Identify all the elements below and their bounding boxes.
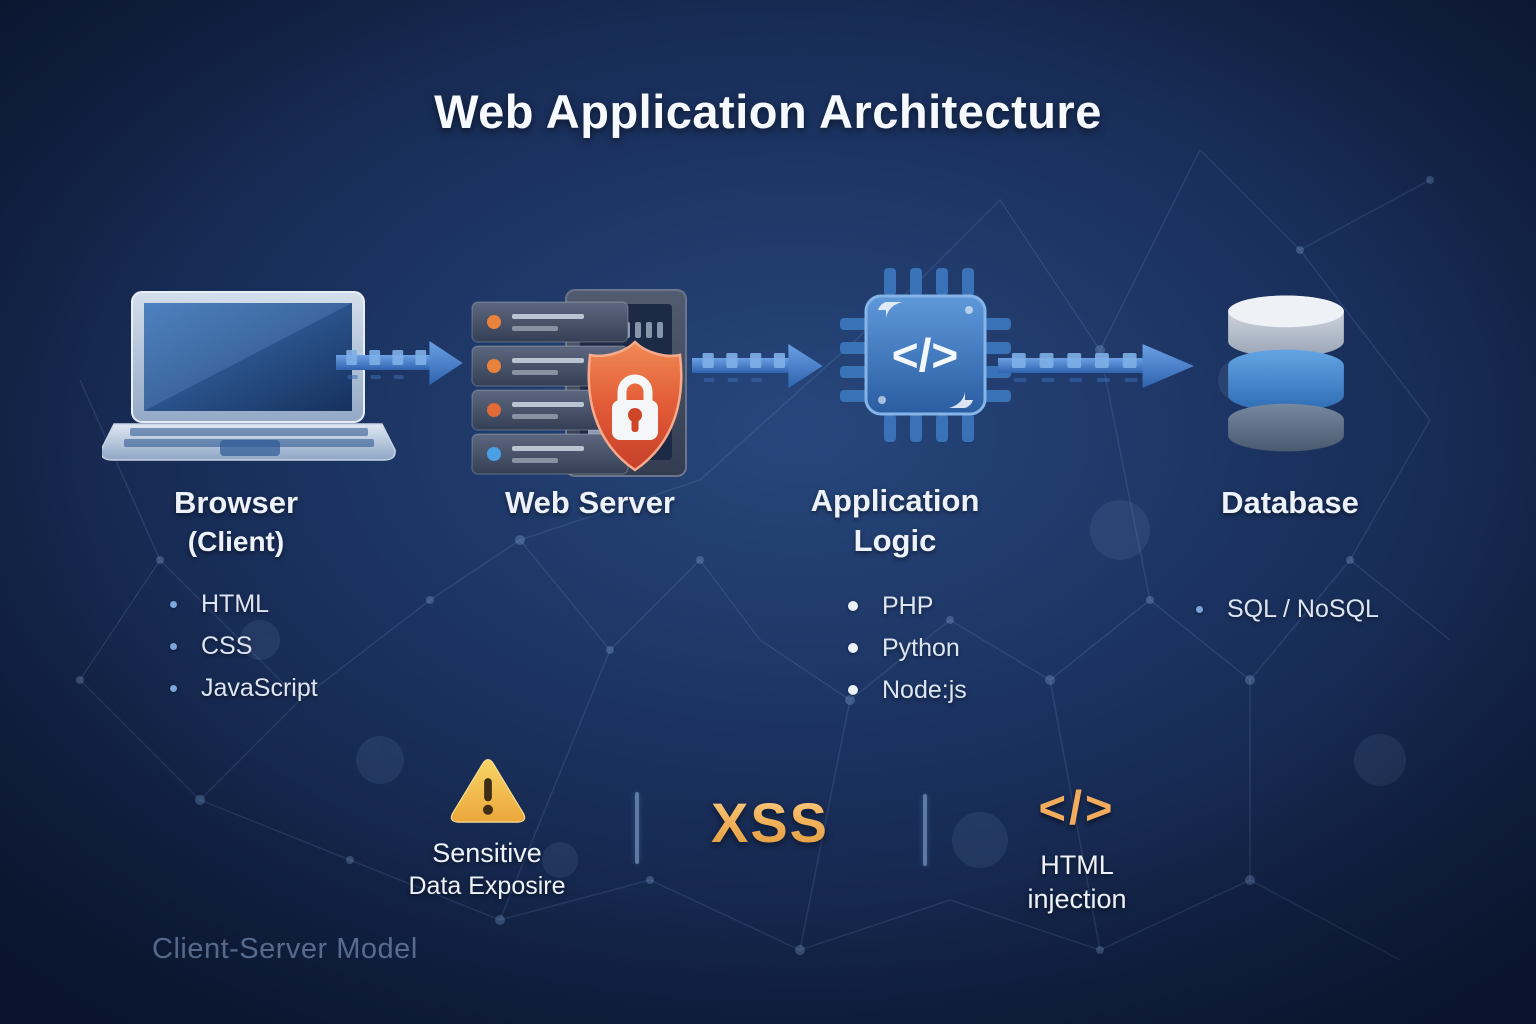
warning-triangle-icon: [449, 758, 527, 831]
list-item: CSS: [170, 625, 318, 667]
list-item: HTML: [170, 583, 318, 625]
browser-tech-list: HTML CSS JavaScript: [170, 583, 318, 709]
threat-divider: [923, 794, 927, 866]
arrow-logic-to-database-icon: [998, 343, 1196, 394]
bullet-icon: [170, 684, 177, 692]
list-item-label: Node:js: [882, 675, 967, 704]
bullet-icon: [1196, 605, 1203, 613]
app-logic-node-label: Application Logic: [745, 481, 1045, 561]
list-item-label: HTML: [201, 589, 270, 618]
database-icon: [1216, 288, 1356, 463]
app-logic-tech-list: PHP Python Node:js: [848, 585, 967, 711]
browser-sublabel: (Client): [187, 526, 285, 557]
sensitive-data-label: Sensitive Data Exposire: [367, 836, 607, 902]
chip-code-glyph: </>: [892, 329, 959, 381]
browser-laptop-icon: [100, 290, 397, 475]
code-brackets-icon: </>: [1038, 781, 1116, 834]
sensitive-line1: Sensitive: [432, 838, 542, 868]
database-tech-list: SQL / NoSQL: [1196, 588, 1379, 630]
html-injection-line2: injection: [1027, 884, 1127, 914]
list-item-label: PHP: [882, 591, 934, 620]
list-item: Python: [848, 627, 967, 669]
application-logic-chip-icon: </>: [838, 266, 1013, 449]
database-label: Database: [1221, 485, 1359, 520]
xss-threat-label: XSS: [690, 790, 850, 855]
database-node-label: Database: [1140, 483, 1440, 523]
bullet-icon: [170, 642, 177, 650]
html-injection-label: HTML injection: [967, 848, 1187, 916]
list-item-label: CSS: [201, 631, 253, 660]
list-item-label: Python: [882, 633, 960, 662]
diagram-caption: Client-Server Model: [152, 933, 418, 965]
arrow-server-to-logic-icon: [692, 343, 824, 394]
browser-label: Browser: [173, 485, 299, 520]
bullet-icon: [170, 600, 177, 608]
list-item-label: SQL / NoSQL: [1227, 594, 1379, 623]
list-item: SQL / NoSQL: [1196, 588, 1379, 630]
bullet-icon: [848, 601, 858, 611]
web-server-label: Web Server: [504, 485, 675, 520]
browser-node-label: Browser (Client): [86, 483, 386, 561]
list-item-label: JavaScript: [201, 673, 318, 702]
list-item: JavaScript: [170, 667, 318, 709]
app-logic-label-line1: Application: [810, 483, 980, 518]
web-server-icon: [468, 286, 703, 496]
page-title: Web Application Architecture: [434, 85, 1102, 138]
list-item: PHP: [848, 585, 967, 627]
security-shield-lock-icon: [587, 340, 683, 472]
threat-divider: [635, 792, 639, 864]
web-server-node-label: Web Server: [440, 483, 740, 523]
list-item: Node:js: [848, 669, 967, 711]
bullet-icon: [848, 685, 858, 695]
bullet-icon: [848, 643, 858, 653]
arrow-browser-to-server-icon: [336, 340, 464, 391]
sensitive-line2: Data Exposire: [408, 872, 566, 900]
app-logic-label-line2: Logic: [853, 523, 937, 558]
html-injection-line1: HTML: [1040, 850, 1114, 880]
